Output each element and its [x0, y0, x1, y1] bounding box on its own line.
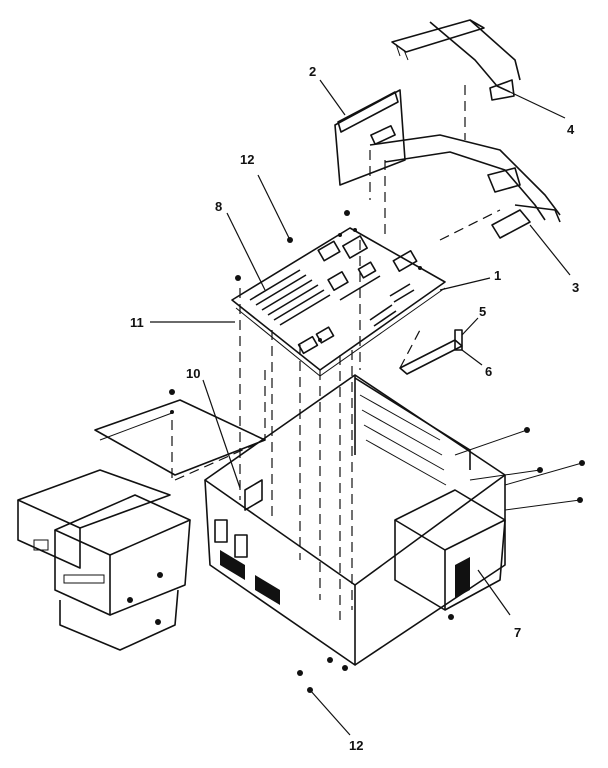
- callout-3: 3: [572, 280, 579, 295]
- bracket-2: [334, 89, 406, 186]
- assembly-lines: [171, 85, 501, 620]
- callout-4: 4: [567, 122, 575, 137]
- mainboard-1: [231, 210, 446, 377]
- callout-1: 1: [494, 268, 501, 283]
- drive-cage-assembly: [17, 389, 266, 651]
- callout-5: 5: [479, 304, 486, 319]
- callout-labels: 1 2 3 4 5 6 7 8 10 11 12 12: [130, 64, 579, 753]
- callout-10: 10: [186, 366, 200, 381]
- rod-5-6: [399, 329, 463, 375]
- callout-8: 8: [215, 199, 222, 214]
- callout-11: 11: [130, 315, 144, 330]
- callout-12-bottom: 12: [349, 738, 363, 753]
- ribbon-cable-3: [369, 134, 561, 239]
- ribbon-cable-4: [391, 19, 521, 101]
- callout-12-top: 12: [240, 152, 254, 167]
- callout-2: 2: [309, 64, 316, 79]
- callout-7: 7: [514, 625, 521, 640]
- callout-6: 6: [485, 364, 492, 379]
- chassis: [204, 338, 585, 693]
- leader-lines: [150, 79, 571, 736]
